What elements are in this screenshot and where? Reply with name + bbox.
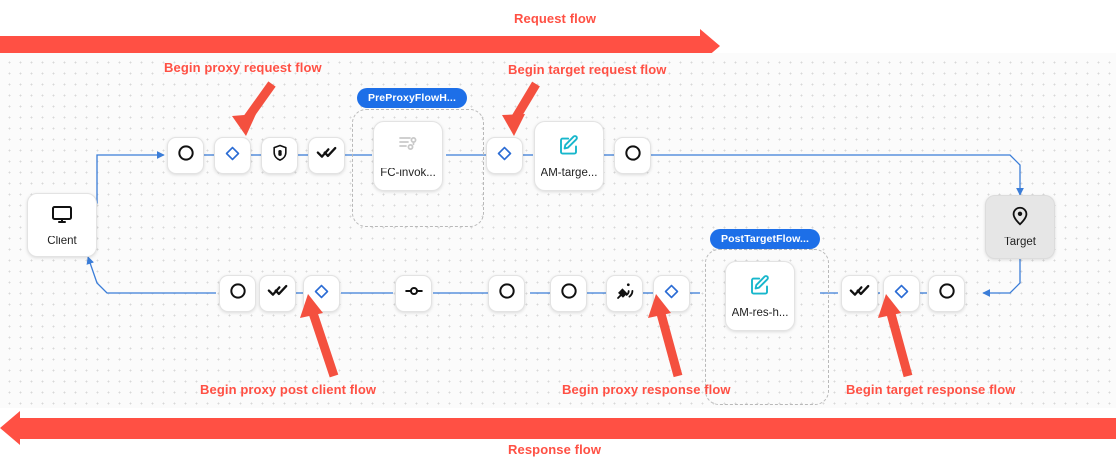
edge-target-to-response bbox=[982, 259, 1021, 297]
flow-chip-post-target[interactable]: PostTargetFlow... bbox=[710, 229, 821, 249]
diamond-icon bbox=[223, 144, 242, 168]
diamond-icon bbox=[662, 282, 681, 306]
annotation-arrow-proxy-response bbox=[648, 294, 683, 378]
edge-client-to-proxy bbox=[87, 151, 165, 214]
diagram-canvas: PreProxyFlowH... PostTargetFlow... Clien… bbox=[0, 53, 1116, 408]
step-proxy-flow-node-b[interactable] bbox=[550, 275, 587, 312]
circle-icon bbox=[559, 281, 579, 306]
circle-icon bbox=[937, 281, 957, 306]
request-flow-label: Request flow bbox=[514, 11, 597, 26]
monitor-icon bbox=[50, 202, 74, 231]
step-target-endpoint-end[interactable] bbox=[614, 137, 651, 174]
endpoint-client[interactable]: Client bbox=[27, 193, 97, 257]
step-security[interactable] bbox=[261, 137, 298, 174]
map-pin-icon bbox=[1009, 205, 1031, 232]
diamond-icon bbox=[892, 282, 911, 306]
edge-response-to-client bbox=[86, 256, 216, 294]
circle-icon bbox=[176, 143, 196, 168]
edge-layer bbox=[86, 151, 1024, 297]
step-proxy-endpoint-start[interactable] bbox=[167, 137, 204, 174]
annotation-begin-target-request-flow: Begin target request flow bbox=[508, 62, 667, 77]
policy-am-res-hook-label: AM-res-h... bbox=[731, 307, 789, 319]
annotation-begin-target-response-flow: Begin target response flow bbox=[846, 382, 1016, 397]
connector-icon bbox=[403, 280, 425, 307]
circle-icon bbox=[623, 143, 643, 168]
satellite-icon bbox=[614, 280, 636, 307]
step-target-response-checks[interactable] bbox=[841, 275, 878, 312]
annotation-arrow-target-response bbox=[878, 294, 913, 378]
circle-icon bbox=[228, 281, 248, 306]
circle-icon bbox=[497, 281, 517, 306]
flow-chip-pre-proxy[interactable]: PreProxyFlowH... bbox=[357, 88, 467, 108]
annotation-arrow-post-client bbox=[300, 294, 339, 378]
double-check-icon bbox=[267, 280, 289, 307]
edge-to-target bbox=[651, 154, 1024, 196]
double-check-icon bbox=[316, 142, 338, 169]
step-post-client-checks[interactable] bbox=[259, 275, 296, 312]
step-checks[interactable] bbox=[308, 137, 345, 174]
flow-group-post-target bbox=[705, 249, 829, 405]
endpoint-client-label: Client bbox=[47, 236, 77, 248]
step-target-request-flow-start[interactable] bbox=[486, 137, 523, 174]
policy-am-target-label: AM-targe... bbox=[540, 167, 598, 179]
response-flow-label: Response flow bbox=[508, 442, 602, 457]
flow-group-pre-proxy bbox=[352, 109, 484, 227]
step-target-endpoint-response[interactable] bbox=[928, 275, 965, 312]
annotation-begin-proxy-request-flow: Begin proxy request flow bbox=[164, 60, 322, 75]
policy-fc-invoke[interactable]: FC-invok... bbox=[373, 121, 453, 201]
step-connector[interactable] bbox=[395, 275, 432, 312]
diamond-icon bbox=[312, 282, 331, 306]
policy-fc-invoke-label: FC-invok... bbox=[380, 167, 436, 179]
step-proxy-request-flow-start[interactable] bbox=[214, 137, 251, 174]
shield-lock-icon bbox=[270, 143, 290, 168]
annotation-arrow-target-request bbox=[502, 81, 540, 136]
annotation-begin-proxy-response-flow: Begin proxy response flow bbox=[562, 382, 731, 397]
response-flow-bar bbox=[20, 418, 1116, 439]
annotation-arrow-proxy-request bbox=[232, 81, 276, 136]
step-proxy-flow-node-a[interactable] bbox=[488, 275, 525, 312]
assign-message-icon bbox=[557, 133, 581, 162]
endpoint-target[interactable]: Target bbox=[985, 195, 1055, 259]
double-check-icon bbox=[849, 280, 871, 307]
diamond-icon bbox=[495, 144, 514, 168]
response-flow-arrowhead bbox=[0, 411, 20, 445]
annotation-begin-proxy-post-client-flow: Begin proxy post client flow bbox=[200, 382, 377, 397]
endpoint-target-label: Target bbox=[1004, 237, 1036, 249]
step-proxy-endpoint-end[interactable] bbox=[219, 275, 256, 312]
policy-am-res-hook[interactable]: AM-res-h... bbox=[725, 261, 805, 341]
flow-callout-icon bbox=[396, 133, 420, 162]
request-flow-bar bbox=[0, 36, 700, 57]
step-broadcast[interactable] bbox=[606, 275, 643, 312]
assign-message-icon bbox=[748, 273, 772, 302]
